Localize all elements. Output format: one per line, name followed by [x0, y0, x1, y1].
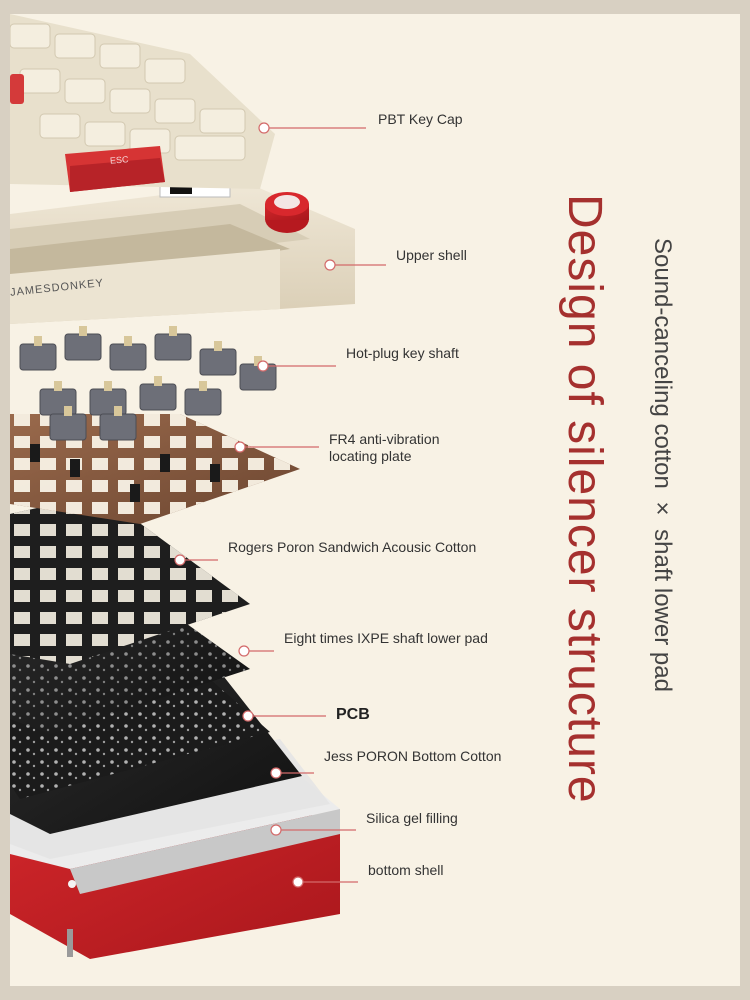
label-key-shaft: Hot-plug key shaft: [346, 345, 459, 361]
headline-vertical: Design of silencer structure: [558, 194, 611, 804]
volume-knob: [265, 192, 309, 233]
subline-vertical: Sound-canceling cotton × shaft lower pad: [649, 238, 676, 692]
upper-shell-part: [10, 178, 355, 324]
callout-leaders: [174, 122, 386, 888]
fr4-plate-part: [10, 414, 300, 524]
label-silica-gel: Silica gel filling: [366, 810, 458, 826]
label-upper-shell: Upper shell: [396, 247, 467, 263]
label-fr4-plate: FR4 anti-vibration locating plate: [329, 431, 440, 465]
label-fr4-plate-line2: locating plate: [329, 448, 412, 464]
key-switches-part: [19, 326, 277, 441]
poron-sandwich-part: [10, 494, 250, 664]
label-bottom-cotton: Jess PORON Bottom Cotton: [324, 748, 502, 764]
label-ixpe-pad: Eight times IXPE shaft lower pad: [284, 630, 488, 646]
label-pcb: PCB: [336, 706, 370, 723]
exploded-keyboard-illustration: [10, 14, 386, 959]
keycaps-part: [10, 14, 275, 192]
keycap-legend: ESC: [109, 154, 129, 166]
label-fr4-plate-line1: FR4 anti-vibration: [329, 431, 440, 447]
label-poron-sandwich: Rogers Poron Sandwich Acousic Cotton: [228, 539, 477, 555]
product-infographic: JAMESDONKEY ESC PBT Key Cap Upper shell …: [10, 14, 740, 986]
label-keycap: PBT Key Cap: [378, 111, 463, 127]
label-bottom-shell: bottom shell: [368, 862, 444, 878]
